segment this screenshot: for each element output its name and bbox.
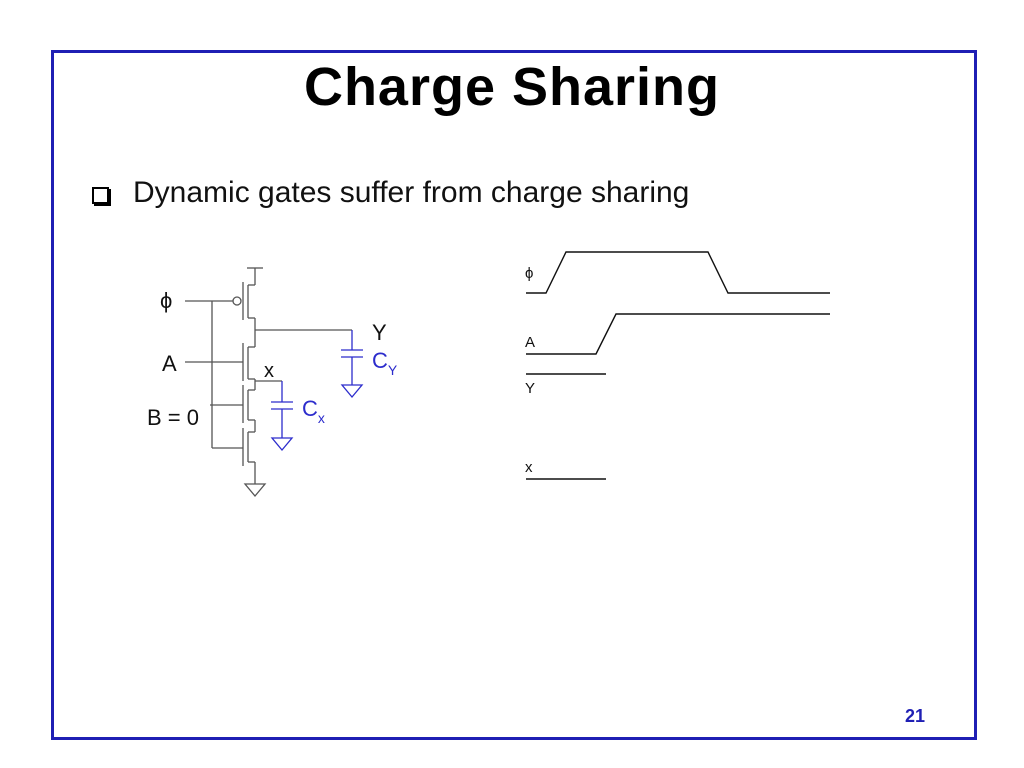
bullet-text: Dynamic gates suffer from charge sharing xyxy=(133,176,690,209)
b-input-label: B = 0 xyxy=(147,405,199,430)
bullet-item: Dynamic gates suffer from charge sharing xyxy=(92,178,689,208)
slide-title: Charge Sharing xyxy=(303,57,721,117)
a-waveform xyxy=(526,313,830,355)
y-node-label: Y xyxy=(372,320,387,345)
timing-waveforms xyxy=(526,251,830,480)
y-waveform-label: Y xyxy=(525,380,535,397)
cx-label: Cx xyxy=(302,396,325,426)
a-waveform-label: A xyxy=(525,334,535,351)
pmos-transistor xyxy=(232,282,255,320)
phi-input-label: ϕ xyxy=(160,288,172,313)
checkbox-bullet-icon xyxy=(92,186,109,204)
nmos-transistor-b xyxy=(242,385,255,423)
cy-label: CY xyxy=(372,348,398,378)
capacitor-cy xyxy=(340,330,364,399)
nmos-foot-transistor xyxy=(242,428,255,466)
circuit-schematic xyxy=(185,267,352,498)
x-waveform-label: x xyxy=(525,459,533,476)
ground-symbol-cy xyxy=(340,384,364,399)
ground-symbol-cx xyxy=(270,437,294,452)
ground-symbol-main xyxy=(243,483,267,498)
a-input-label: A xyxy=(162,351,177,376)
nmos-transistor-a xyxy=(242,343,255,381)
x-node-label: x xyxy=(264,360,274,382)
phi-waveform xyxy=(526,251,830,294)
page-number: 21 xyxy=(905,706,926,726)
phi-waveform-label: ϕ xyxy=(525,265,533,282)
slide-frame xyxy=(51,50,977,740)
pmos-bubble xyxy=(232,296,242,306)
capacitor-cx xyxy=(270,381,294,452)
